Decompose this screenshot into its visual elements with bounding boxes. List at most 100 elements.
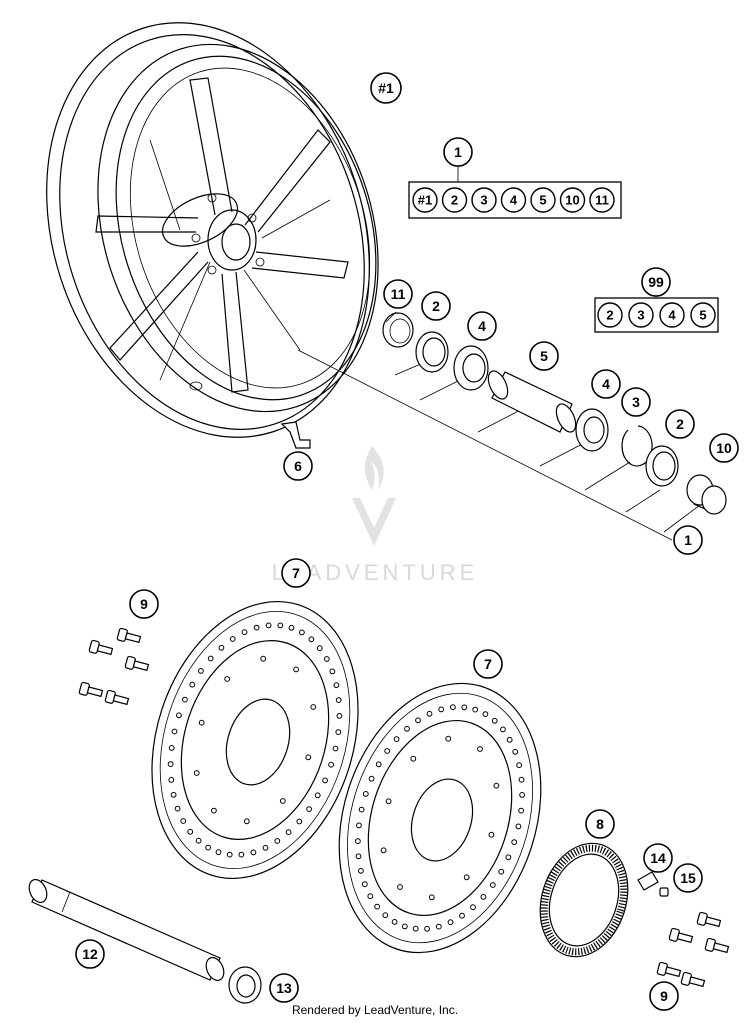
- disc-hole: [238, 851, 245, 858]
- part-2-seal-right[interactable]: [645, 445, 679, 487]
- callout-2-right[interactable]: 2: [665, 409, 695, 439]
- svg-text:4: 4: [478, 318, 486, 334]
- disc-hole: [470, 904, 476, 911]
- part-13-spacer[interactable]: [228, 966, 262, 1004]
- disc-hole: [306, 806, 313, 812]
- callout-7-left[interactable]: 7: [281, 558, 311, 588]
- disc-hole: [198, 719, 205, 726]
- part-4-bearing-left[interactable]: [453, 345, 489, 391]
- part-4-bearing-right[interactable]: [575, 408, 609, 452]
- callout-12[interactable]: 12: [75, 939, 105, 969]
- callout-6[interactable]: 6: [283, 451, 313, 481]
- disc-hole: [426, 710, 433, 717]
- callout-1-bottom[interactable]: 1: [673, 525, 703, 555]
- disc-hole: [415, 717, 421, 724]
- disc-hole: [424, 925, 431, 932]
- callout-15[interactable]: 15: [673, 863, 703, 893]
- part-10-spacer[interactable]: [686, 474, 727, 515]
- kit-item-label: 5: [699, 308, 706, 323]
- disc-hole: [310, 704, 317, 710]
- kit-item[interactable]: 5: [530, 187, 556, 213]
- kit-item[interactable]: 2: [441, 187, 468, 213]
- disc-hole: [168, 777, 175, 783]
- kit-item[interactable]: 11: [589, 187, 615, 213]
- svg-text:9: 9: [140, 596, 148, 612]
- callout-9-top[interactable]: 9: [129, 589, 159, 619]
- part-14-bracket[interactable]: [637, 871, 659, 891]
- part-2-seal-left[interactable]: [415, 331, 449, 373]
- callout-2-left[interactable]: 2: [421, 291, 451, 321]
- kit-item[interactable]: 3: [628, 302, 654, 328]
- svg-text:7: 7: [292, 565, 300, 581]
- disc-hole: [329, 668, 336, 675]
- callout-13[interactable]: 13: [269, 973, 299, 1003]
- kit-item[interactable]: 2: [597, 302, 623, 328]
- svg-text:11: 11: [391, 286, 406, 302]
- disc-hole: [368, 775, 375, 782]
- callout-4-left[interactable]: 4: [467, 311, 497, 341]
- disc-hole: [380, 847, 387, 854]
- part-9-abs-bolts-bottom[interactable]: [656, 911, 730, 989]
- part-8-abs-ring[interactable]: [526, 832, 642, 968]
- disc-hole: [328, 761, 335, 768]
- kit-item[interactable]: 3: [471, 187, 497, 213]
- callout-11[interactable]: 11: [383, 279, 413, 309]
- callout-5[interactable]: 5: [529, 341, 559, 371]
- callout-1-top[interactable]: 1: [443, 137, 473, 167]
- callout-7-right[interactable]: 7: [473, 649, 503, 679]
- disc-hole: [260, 655, 267, 662]
- callout-3[interactable]: 3: [621, 387, 651, 417]
- callout-10[interactable]: 10: [709, 433, 739, 463]
- brake-disc-right[interactable]: [306, 657, 574, 979]
- brake-disc-left[interactable]: [118, 575, 392, 906]
- disc-hole: [182, 696, 188, 703]
- svg-text:5: 5: [540, 348, 548, 364]
- callout-wheel[interactable]: #1: [370, 72, 402, 104]
- part-3-circlip[interactable]: [621, 425, 653, 467]
- disc-hole: [323, 656, 330, 662]
- disc-hole: [253, 624, 260, 631]
- svg-text:1: 1: [684, 532, 692, 548]
- disc-hole: [375, 761, 382, 768]
- kit-item[interactable]: 4: [659, 302, 685, 328]
- disc-hole: [385, 798, 392, 805]
- part-9-disc-bolts-top[interactable]: [78, 627, 150, 707]
- part-11-spacer[interactable]: [382, 311, 414, 348]
- disc-hole: [277, 622, 284, 629]
- svg-text:#1: #1: [378, 80, 394, 96]
- disc-hole: [296, 818, 303, 825]
- callout-9-bottom[interactable]: 9: [649, 981, 679, 1011]
- disc-hole: [515, 823, 522, 830]
- disc-hole: [170, 791, 177, 798]
- disc-hole: [435, 923, 442, 930]
- kit-item[interactable]: #1: [412, 187, 438, 213]
- kit-item-label: 3: [637, 308, 644, 323]
- disc-hole: [516, 762, 522, 769]
- callout-99[interactable]: 99: [641, 267, 671, 297]
- part-5-spacer-sleeve[interactable]: [484, 368, 579, 435]
- svg-text:6: 6: [294, 458, 302, 474]
- svg-text:1: 1: [454, 144, 462, 160]
- svg-text:2: 2: [432, 298, 440, 314]
- callout-8[interactable]: 8: [585, 809, 615, 839]
- footer-credit: Rendered by LeadVenture, Inc.: [291, 1003, 459, 1017]
- part-15-screw[interactable]: [659, 887, 669, 897]
- callout-4-right[interactable]: 4: [591, 369, 621, 399]
- kit-item[interactable]: 10: [559, 187, 586, 213]
- part-6-valve[interactable]: [280, 421, 311, 449]
- front-wheel[interactable]: [0, 0, 424, 480]
- kit-item-label: 2: [451, 193, 458, 208]
- callout-14[interactable]: 14: [643, 843, 673, 873]
- kit-item[interactable]: 4: [500, 187, 527, 213]
- disc-hole: [262, 844, 269, 851]
- disc-hole: [241, 629, 248, 636]
- disc-hole: [498, 868, 505, 875]
- disc-hole: [355, 838, 361, 844]
- disc-hole: [243, 818, 250, 825]
- kit-item[interactable]: 5: [690, 302, 716, 328]
- part-12-axle[interactable]: [26, 877, 227, 983]
- disc-hole: [482, 711, 489, 717]
- disc-hole: [229, 636, 236, 642]
- disc-hole: [384, 748, 391, 754]
